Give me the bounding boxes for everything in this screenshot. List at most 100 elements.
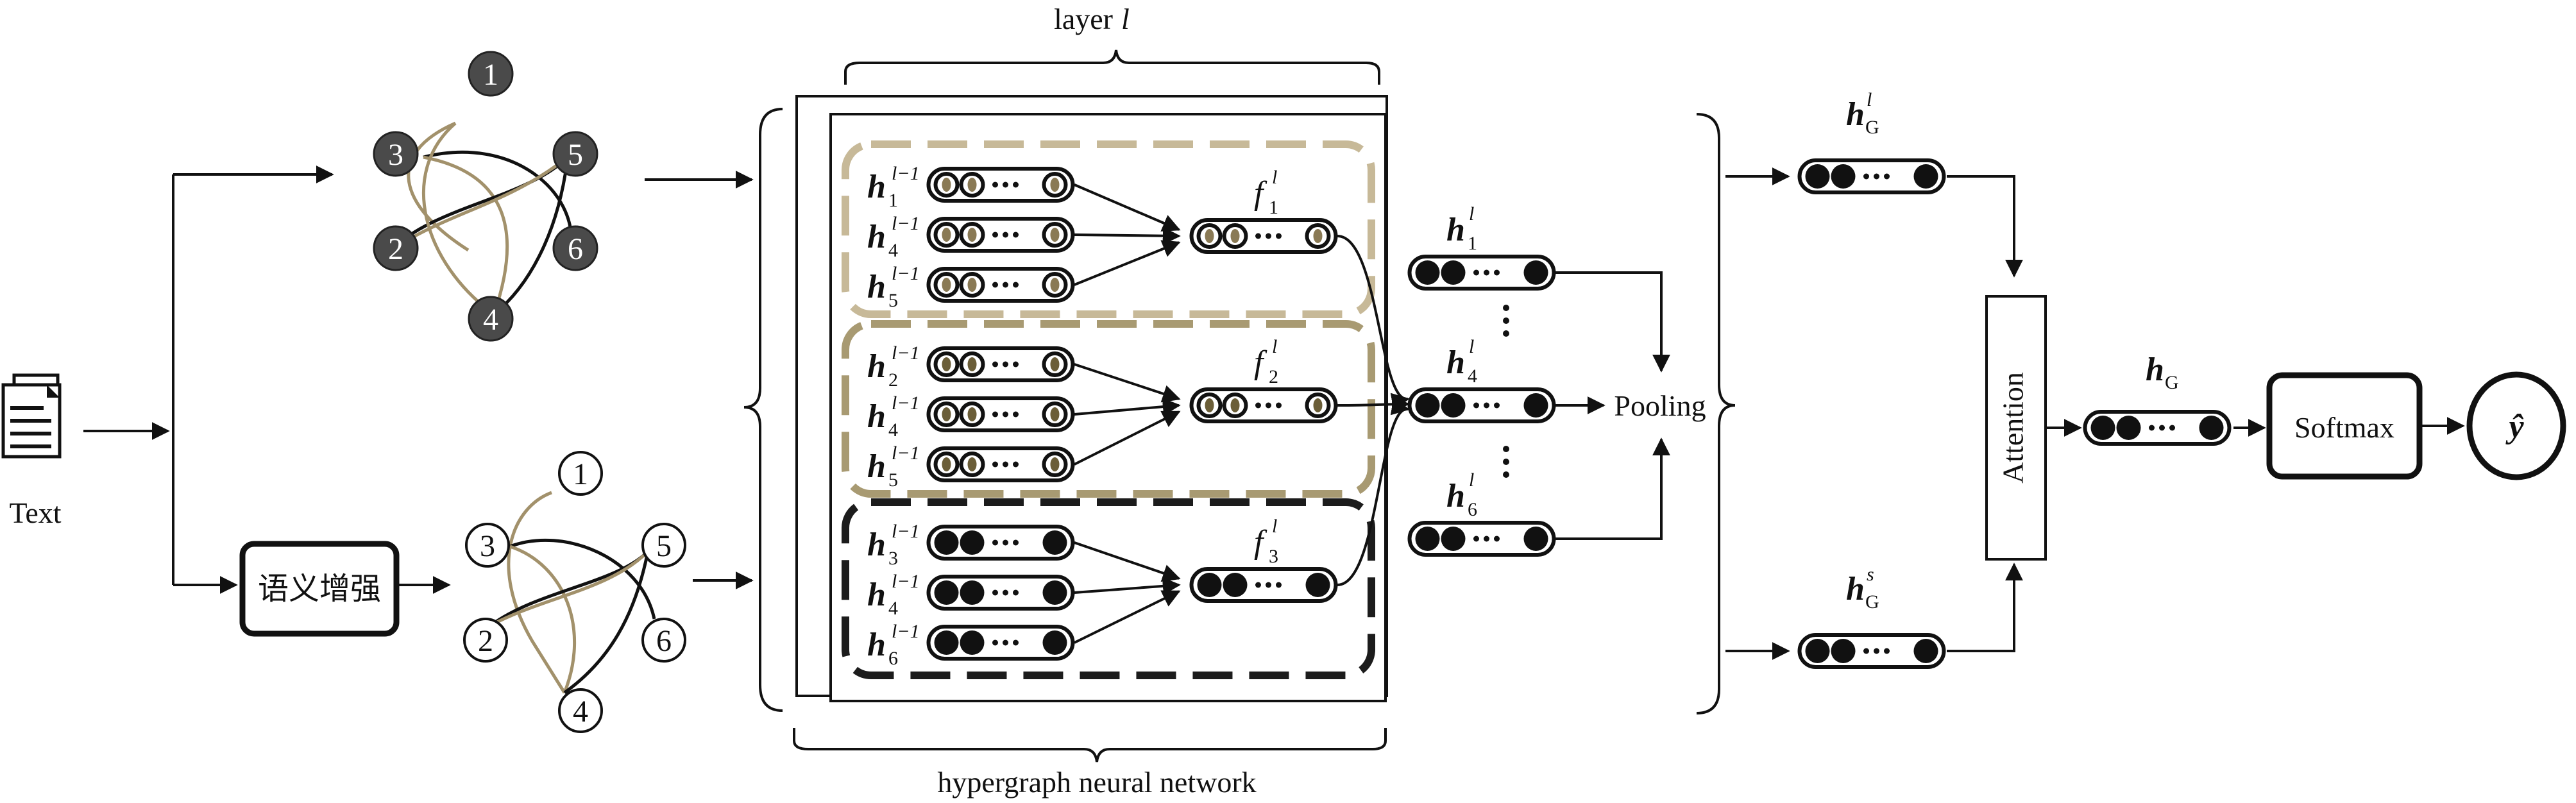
svg-text:l: l <box>1469 203 1474 224</box>
svg-text:3: 3 <box>480 529 495 563</box>
svg-text:h: h <box>867 577 886 613</box>
svg-text:l−1: l−1 <box>892 342 920 364</box>
input-vector-6 <box>926 625 1075 661</box>
layer-top-brace <box>844 49 1380 85</box>
svg-text:4: 4 <box>888 419 898 441</box>
svg-text:G: G <box>1865 117 1879 138</box>
svg-text:h: h <box>867 527 886 563</box>
input-vector-3 <box>926 525 1075 561</box>
svg-text:2: 2 <box>888 369 898 391</box>
svg-text:l: l <box>1469 336 1474 357</box>
layer-label: layer l <box>1054 3 1130 35</box>
input-vector-4 <box>926 396 1075 432</box>
input-vector-1 <box>926 167 1075 203</box>
svg-text:G: G <box>2165 372 2179 393</box>
graph2-node-1: 1 <box>558 451 603 496</box>
svg-text:6: 6 <box>1468 499 1477 520</box>
svg-text:h: h <box>1446 344 1465 381</box>
svg-text:l−1: l−1 <box>892 213 920 234</box>
svg-text:h: h <box>1446 212 1465 248</box>
readout-hgs: h s G <box>1846 564 1879 613</box>
svg-text:2: 2 <box>478 624 493 658</box>
svg-text:h: h <box>867 269 886 305</box>
svg-text:G: G <box>1865 591 1879 613</box>
input-text-label: Text <box>9 496 61 529</box>
hgnn-label: hypergraph neural network <box>937 766 1256 799</box>
hyperedge-group-2 <box>842 320 1375 498</box>
graph1-node-3: 3 <box>373 131 419 177</box>
svg-text:l−1: l−1 <box>892 443 920 464</box>
svg-text:5: 5 <box>568 138 583 172</box>
output-vector-1 <box>1407 255 1556 291</box>
svg-text:1: 1 <box>573 457 588 491</box>
aggregated-vector-1 <box>1189 218 1338 254</box>
fused-hg: h G <box>2146 351 2179 393</box>
svg-text:h: h <box>1446 478 1465 514</box>
graph2-node-3: 3 <box>465 523 510 568</box>
svg-text:h: h <box>867 348 886 385</box>
svg-text:h: h <box>867 169 886 205</box>
readout-hgl: h l G <box>1846 89 1879 138</box>
readout-vectors <box>1797 158 2232 669</box>
svg-text:1: 1 <box>483 58 498 92</box>
pooling-label: Pooling <box>1614 389 1706 422</box>
svg-text:2: 2 <box>388 232 403 266</box>
input-arrows <box>83 165 334 594</box>
svg-text:l: l <box>1272 336 1277 357</box>
readout-vector-bottom <box>1797 633 1946 669</box>
svg-text:h: h <box>867 627 886 663</box>
graph1-node-2: 2 <box>373 225 419 271</box>
output-vertical-dots <box>1503 305 1509 478</box>
svg-text:3: 3 <box>888 548 898 569</box>
svg-text:l−1: l−1 <box>892 163 920 184</box>
svg-text:4: 4 <box>573 695 588 729</box>
graph1-node-5: 5 <box>552 131 598 177</box>
svg-text:6: 6 <box>656 624 672 658</box>
fused-vector <box>2083 410 2232 446</box>
graph1-node-1: 1 <box>468 51 514 97</box>
svg-text:5: 5 <box>888 290 898 311</box>
input-vector-4 <box>926 217 1075 253</box>
svg-text:l−1: l−1 <box>892 263 920 284</box>
aggregated-vector-2 <box>1189 387 1338 423</box>
svg-text:l: l <box>1121 3 1130 35</box>
graph2-node-2: 2 <box>463 618 508 663</box>
readout-arrows <box>1725 167 2023 660</box>
graph1-node-4: 4 <box>468 296 514 342</box>
output-vector-6 <box>1407 521 1556 557</box>
hgnn-left-brace <box>743 108 783 712</box>
svg-text:l: l <box>1272 516 1277 537</box>
svg-text:h: h <box>1846 571 1865 607</box>
svg-text:h: h <box>1846 96 1865 133</box>
svg-text:5: 5 <box>888 469 898 491</box>
svg-text:6: 6 <box>568 232 583 266</box>
graph2-node-6: 6 <box>641 618 686 663</box>
output-vector-4 <box>1407 387 1556 423</box>
softmax-box <box>2266 372 2423 480</box>
svg-text:5: 5 <box>656 529 672 563</box>
svg-text:1: 1 <box>888 190 898 211</box>
svg-text:l−1: l−1 <box>892 571 920 592</box>
hyperedge-group-1 <box>842 140 1375 318</box>
aggregated-vector-3 <box>1189 567 1338 603</box>
svg-text:h: h <box>867 219 886 255</box>
svg-text:6: 6 <box>888 648 898 669</box>
svg-text:4: 4 <box>888 240 898 261</box>
